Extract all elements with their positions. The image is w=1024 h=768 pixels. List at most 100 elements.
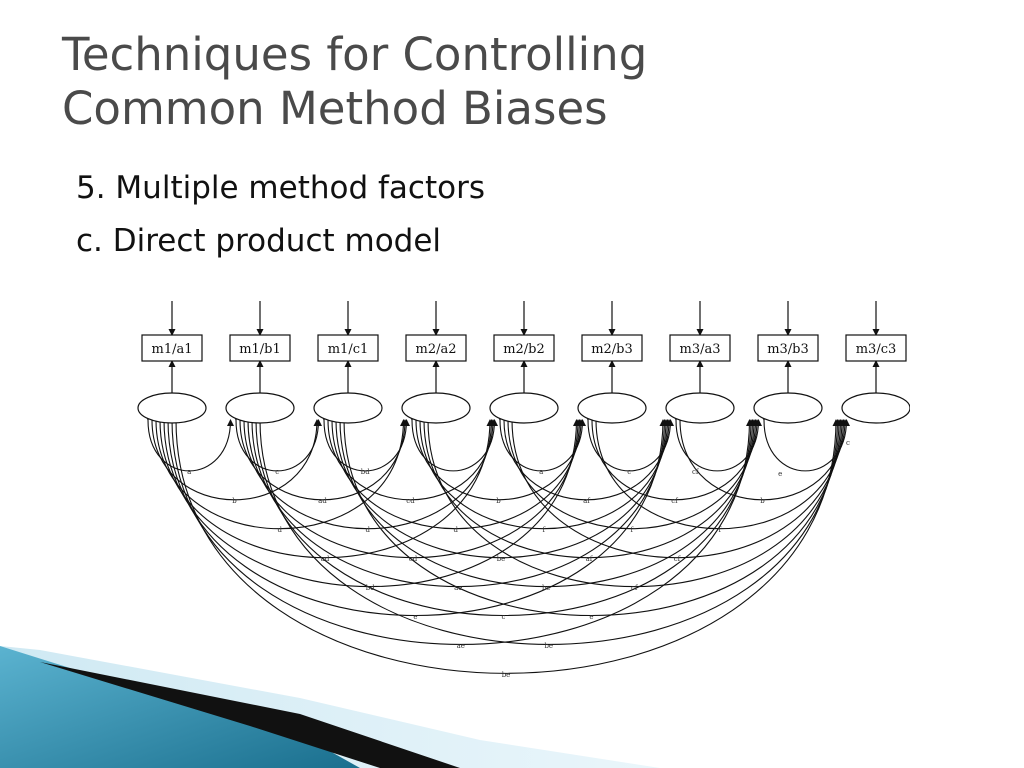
covariance-arc-4-8: [420, 413, 758, 559]
direct-product-model-diagram: m1/a1 m1/b1 m1/c1 m2/a2 m2/b2 m2/b3 m3/a3 m3/b3…: [137, 301, 910, 679]
covariance-arc-2-4: [236, 413, 409, 501]
indicator-label: m2/b3: [591, 342, 633, 357]
covariance-arc-4-6: [412, 413, 585, 501]
indicator-box: [405, 334, 467, 362]
indicator-label: m1/b1: [239, 342, 281, 357]
coefficient-label: cf: [674, 555, 682, 563]
indicator-box: [493, 334, 555, 362]
coefficient-label: cf: [692, 468, 700, 476]
coefficient-label: c: [846, 439, 850, 447]
indicator-m3-a3: m3/a3: [669, 334, 731, 362]
indicator-box: [845, 334, 907, 362]
coefficient-label: f: [718, 526, 722, 534]
indicator-m2-b2: m2/b2: [493, 334, 555, 362]
coefficient-label: d: [278, 526, 283, 534]
covariance-arc-5-6: [496, 413, 586, 472]
coefficient-label: ad: [321, 555, 330, 563]
indicator-box: [317, 334, 379, 362]
covariance-arc-2-5: [240, 413, 495, 530]
covariance-arc-5-8: [504, 413, 759, 530]
latent-factor-9: [841, 392, 910, 424]
covariance-arc-3-6: [328, 413, 583, 530]
indicator-m2-b3: m2/b3: [581, 334, 643, 362]
factor-ellipses: [137, 392, 910, 424]
latent-factor-5: [489, 392, 559, 424]
coefficient-label: be: [502, 671, 511, 679]
covariance-arc-7-8: [672, 413, 762, 472]
coefficient-label: af: [583, 497, 591, 505]
indicator-m1-b1: m1/b1: [229, 334, 291, 362]
coefficient-label: b: [496, 497, 501, 505]
covariance-arc-3-9: [340, 413, 843, 617]
indicator-box: [581, 334, 643, 362]
covariance-arc-2-9: [256, 413, 841, 645]
indicator-box: [229, 334, 291, 362]
covariance-arc-1-4: [152, 413, 407, 530]
coefficient-label: cf: [631, 584, 639, 592]
covariance-arc-6-9: [592, 413, 847, 530]
latent-factor-7: [665, 392, 735, 424]
bullet-multiple-method-factors: 5. Multiple method factors: [76, 170, 485, 206]
indicator-label: m2/b2: [503, 342, 545, 357]
latent-factor-6: [577, 392, 647, 424]
coefficient-label: cf: [671, 497, 679, 505]
coefficient-label: f: [630, 526, 634, 534]
covariance-arc-6-7: [584, 413, 674, 472]
covariance-arc-3-4: [320, 413, 410, 472]
indicator-m1-c1: m1/c1: [317, 334, 379, 362]
covariance-arc-1-2: [144, 413, 234, 472]
covariance-arc-4-9: [424, 413, 844, 588]
latent-factor-8: [753, 392, 823, 424]
coefficient-label: e: [778, 470, 782, 478]
covariance-arcs: [144, 413, 850, 674]
indicator-m2-a2: m2/a2: [405, 334, 467, 362]
covariance-arc-5-7: [500, 413, 673, 501]
covariance-arc-3-5: [324, 413, 497, 501]
coefficient-label: a: [187, 468, 191, 476]
latent-factor-1: [137, 392, 207, 424]
indicator-label: m3/b3: [767, 342, 809, 357]
coefficient-label: a: [539, 468, 543, 476]
indicator-m1-a1: m1/a1: [141, 334, 203, 362]
indicator-label: m3/c3: [856, 342, 897, 357]
coefficient-label: c: [627, 468, 631, 476]
latent-factor-2: [225, 392, 295, 424]
slide-title: Techniques for Controlling Common Method…: [62, 28, 962, 136]
coefficient-label: e: [413, 613, 417, 621]
latent-factor-4: [401, 392, 471, 424]
indicator-box: [757, 334, 819, 362]
coefficient-label: cd: [409, 555, 418, 563]
indicator-m3-b3: m3/b3: [757, 334, 819, 362]
indicator-box: [141, 334, 203, 362]
covariance-arc-3-7: [332, 413, 670, 559]
coefficient-label: cd: [406, 497, 415, 505]
coefficient-label: e: [589, 613, 593, 621]
coefficient-label: d: [366, 526, 371, 534]
coefficient-label: ae: [454, 584, 462, 592]
covariance-arc-1-3: [148, 413, 321, 501]
coefficient-label: b: [232, 497, 237, 505]
indicator-boxes: m1/a1 m1/b1 m1/c1 m2/a2 m2/b2 m2/b3 m3/a3 m3/b3…: [141, 334, 907, 362]
bullet-direct-product-model: c. Direct product model: [76, 223, 442, 259]
indicator-label: m3/a3: [680, 342, 721, 357]
covariance-arc-2-3: [232, 413, 322, 472]
coefficient-label: ae: [457, 642, 465, 650]
coefficient-label: bd: [366, 584, 375, 592]
covariance-arc-7-9: [676, 413, 849, 501]
indicator-label: m1/c1: [328, 342, 369, 357]
covariance-arc-1-9: [172, 413, 840, 674]
factor-links: [168, 301, 880, 393]
coefficient-label: be: [544, 642, 553, 650]
coefficient-label: ad: [318, 497, 327, 505]
covariance-arc-6-8: [588, 413, 761, 501]
coefficient-label: bd: [361, 468, 370, 476]
indicator-m3-c3: m3/c3: [845, 334, 907, 362]
covariance-arc-8-9: [760, 413, 850, 472]
latent-factor-3: [313, 392, 383, 424]
covariance-arc-1-8: [168, 413, 753, 645]
coefficient-label: c: [502, 613, 506, 621]
covariance-arc-4-5: [408, 413, 498, 472]
coefficient-label: d: [454, 526, 459, 534]
coefficient-label: b: [760, 497, 765, 505]
